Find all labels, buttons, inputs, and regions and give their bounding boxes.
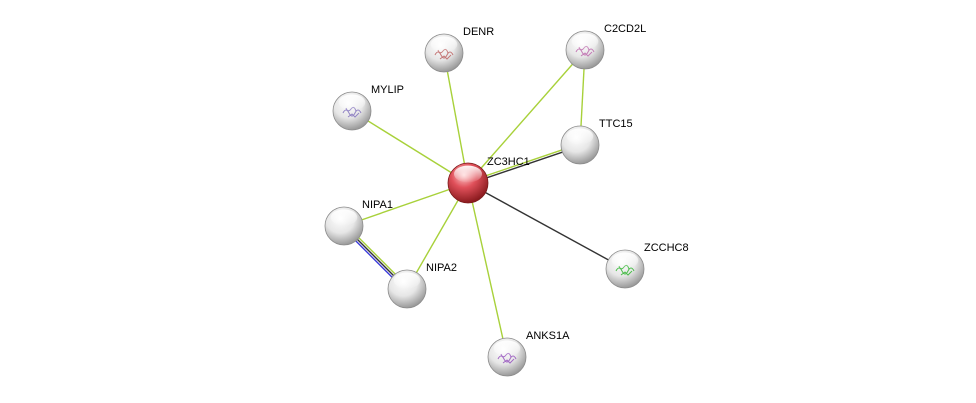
node-ttc15[interactable]: TTC15 bbox=[560, 118, 633, 165]
edge-zc3hc1-c2cd2l[interactable] bbox=[467, 49, 586, 184]
node-label: ZC3HC1 bbox=[487, 156, 530, 168]
node-denr[interactable]: DENR bbox=[424, 26, 494, 73]
node-anks1a[interactable]: ANKS1A bbox=[487, 330, 570, 377]
node-label: NIPA1 bbox=[362, 199, 393, 211]
edge-zc3hc1-zcchc8[interactable] bbox=[467, 182, 626, 270]
node-highlight bbox=[611, 252, 639, 269]
node-highlight bbox=[338, 94, 366, 111]
node-highlight bbox=[454, 165, 482, 183]
edge-zc3hc1-denr[interactable] bbox=[443, 52, 469, 184]
edge-line-textmining bbox=[351, 110, 469, 184]
edge-line-coexpression bbox=[467, 182, 626, 270]
edge-zc3hc1-nipa1[interactable] bbox=[343, 182, 469, 227]
node-highlight bbox=[430, 36, 458, 53]
node-label: ANKS1A bbox=[526, 330, 570, 342]
node-label: ZCCHC8 bbox=[644, 242, 689, 254]
node-highlight bbox=[330, 209, 358, 226]
node-zc3hc1[interactable]: ZC3HC1 bbox=[447, 156, 530, 204]
node-nipa2[interactable]: NIPA2 bbox=[387, 262, 457, 309]
edge-line-textmining bbox=[467, 49, 586, 184]
node-highlight bbox=[566, 128, 594, 145]
node-label: C2CD2L bbox=[604, 23, 646, 35]
edge-zc3hc1-mylip[interactable] bbox=[351, 110, 469, 184]
node-mylip[interactable]: MYLIP bbox=[332, 84, 404, 131]
edge-zc3hc1-anks1a[interactable] bbox=[467, 182, 508, 358]
edge-line-textmining bbox=[443, 52, 469, 184]
node-label: MYLIP bbox=[371, 84, 404, 96]
edge-line-textmining bbox=[343, 182, 469, 227]
node-highlight bbox=[571, 33, 599, 50]
node-label: DENR bbox=[463, 26, 494, 38]
node-label: TTC15 bbox=[599, 118, 633, 130]
node-highlight bbox=[493, 340, 521, 357]
node-nipa1[interactable]: NIPA1 bbox=[324, 199, 393, 246]
node-label: NIPA2 bbox=[426, 262, 457, 274]
node-highlight bbox=[393, 272, 421, 289]
edge-line-textmining bbox=[467, 182, 508, 358]
node-zcchc8[interactable]: ZCCHC8 bbox=[605, 242, 689, 289]
node-c2cd2l[interactable]: C2CD2L bbox=[565, 23, 646, 70]
